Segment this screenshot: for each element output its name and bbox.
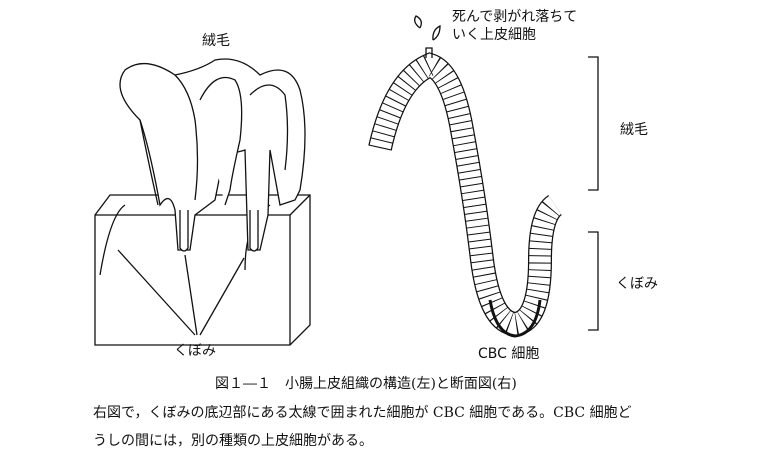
shedding-cells — [414, 15, 441, 58]
paragraph-line-2: うしの間には，別の種類の上皮細胞がある。 — [93, 433, 373, 449]
crypt-label-right: くぼみ — [616, 276, 658, 292]
villi — [119, 58, 306, 252]
paragraph-line-1: 右図で，くぼみの底辺部にある太線で囲まれた細胞が CBC 細胞である。CBC 細… — [93, 405, 632, 421]
villi-label-left: 絨毛 — [202, 33, 230, 49]
figure-caption: 図１―１ 小腸上皮組織の構造(左)と断面図(右) — [215, 376, 517, 392]
crypt-pointer-lines — [117, 249, 245, 336]
villus-crypt-cross-section — [368, 15, 563, 338]
crypt-label-left: くぼみ — [174, 343, 216, 359]
cbc-cells-outline — [488, 299, 542, 338]
dying-cells-label-2: いく上皮細胞 — [452, 27, 536, 43]
dying-cells-label-1: 死んで剥がれ落ちて — [452, 9, 578, 25]
cbc-cell-label: CBC 細胞 — [478, 346, 540, 362]
villi-label-right: 絨毛 — [620, 122, 648, 138]
brackets — [588, 56, 599, 331]
tissue-block — [94, 194, 311, 346]
